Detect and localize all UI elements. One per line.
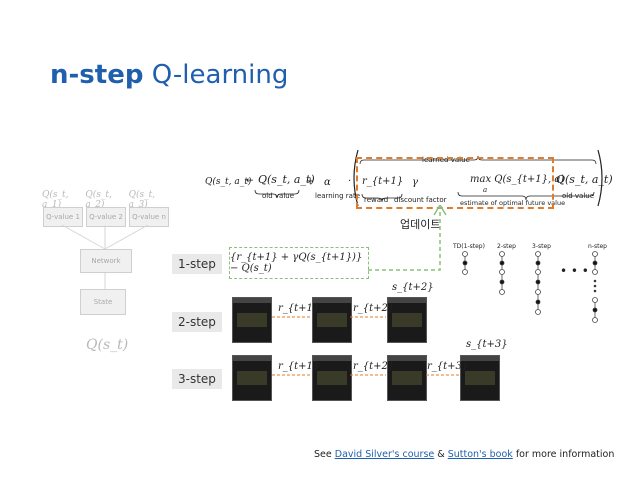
- footer-suffix: for more information: [515, 449, 615, 460]
- eq-lhs: Q(s_t, a_t): [205, 177, 252, 187]
- step-label-1: 1-step: [172, 254, 222, 274]
- three-step-r2: r_{t+2}: [353, 361, 395, 372]
- page-title: n-step Q-learning: [50, 60, 288, 90]
- frame-3-1: [232, 355, 272, 401]
- frame-3-4: [460, 355, 500, 401]
- q-value-box-1: Q-value 1: [43, 207, 83, 227]
- q-label-2: Q(s_t, a_2): [85, 190, 112, 210]
- two-step-r1: r_{t+1}: [278, 303, 320, 314]
- equation-brackets: [254, 149, 603, 207]
- title-highlight: n-step: [50, 60, 144, 90]
- backup-header-1: TD(1-step): [453, 243, 485, 250]
- eq-estimate-caption: estimate of optimal future value: [460, 199, 566, 207]
- step-label-3: 3-step: [172, 369, 222, 389]
- q-label-1: Q(s_t, a_1): [42, 190, 69, 210]
- two-step-r2: r_{t+2}: [353, 303, 395, 314]
- title-rest: Q-learning: [151, 60, 289, 90]
- three-step-r3: r_{t+3}: [427, 361, 469, 372]
- backup-header-2: 2-step: [497, 243, 516, 250]
- eq-discount: γ: [412, 177, 418, 188]
- three-step-s-label: s_{t+3}: [466, 339, 508, 350]
- eq-reward: r_{t+1}: [362, 176, 404, 187]
- q-label-3: Q(s_t, a_3): [128, 190, 156, 210]
- one-step-formula-box: {r_{t+1} + γQ(s_{t+1})} − Q(s_t): [229, 247, 369, 279]
- q-value-box-2: Q-value 2: [86, 207, 126, 227]
- eq-max-term: max Q(s_{t+1}, a): [470, 174, 565, 185]
- three-step-arrows: [272, 374, 460, 376]
- eq-old-value-caption: old value: [262, 192, 295, 200]
- frame-2-2: [312, 297, 352, 343]
- eq-old-value: Q(s_t, a_t): [258, 173, 315, 186]
- backup-ellipsis: • • •: [560, 264, 589, 278]
- step-label-2: 2-step: [172, 312, 222, 332]
- two-step-arrows: [272, 316, 386, 318]
- eq-learning-rate-caption: learning rate: [315, 192, 361, 200]
- update-connector: [368, 205, 447, 271]
- sutton-book-link[interactable]: Sutton's book: [447, 449, 513, 460]
- david-silver-course-link[interactable]: David Silver's course: [334, 449, 435, 460]
- eq-discount-caption: discount factor: [394, 196, 447, 204]
- footer-prefix: See: [314, 449, 332, 460]
- footer-note: See David Silver's course & Sutton's boo…: [314, 449, 614, 460]
- eq-max-sub: a: [483, 186, 488, 194]
- eq-reward-caption: reward: [364, 196, 389, 204]
- frame-3-3: [387, 355, 427, 401]
- q-value-box-3: Q-value n: [129, 207, 169, 227]
- network-box: Network: [80, 249, 132, 273]
- frame-2-1: [232, 297, 272, 343]
- three-step-r1: r_{t+1}: [278, 361, 320, 372]
- footer-amp: &: [437, 449, 445, 460]
- eq-learning-rate: α: [324, 177, 331, 188]
- state-box: State: [80, 289, 126, 315]
- state-q-label: Q(s_t): [86, 337, 129, 353]
- network-connectors: [61, 225, 149, 289]
- backup-header-3: 3-step: [532, 243, 551, 250]
- frame-2-3: [387, 297, 427, 343]
- frame-3-2: [312, 355, 352, 401]
- q-value-labels: Q(s_t, a_1) Q(s_t, a_2) Q(s_t, a_3): [42, 190, 172, 210]
- two-step-s-label: s_{t+2}: [392, 282, 434, 293]
- backup-diagram: [462, 251, 598, 323]
- update-label: 업데이트: [400, 218, 441, 231]
- backup-header-4: n-step: [588, 243, 607, 250]
- learned-value-highlight: [356, 157, 554, 209]
- one-step-formula: {r_{t+1} + γQ(s_{t+1})} − Q(s_t): [230, 252, 363, 274]
- eq-old-value-2: Q(s_t, a_t): [556, 173, 613, 186]
